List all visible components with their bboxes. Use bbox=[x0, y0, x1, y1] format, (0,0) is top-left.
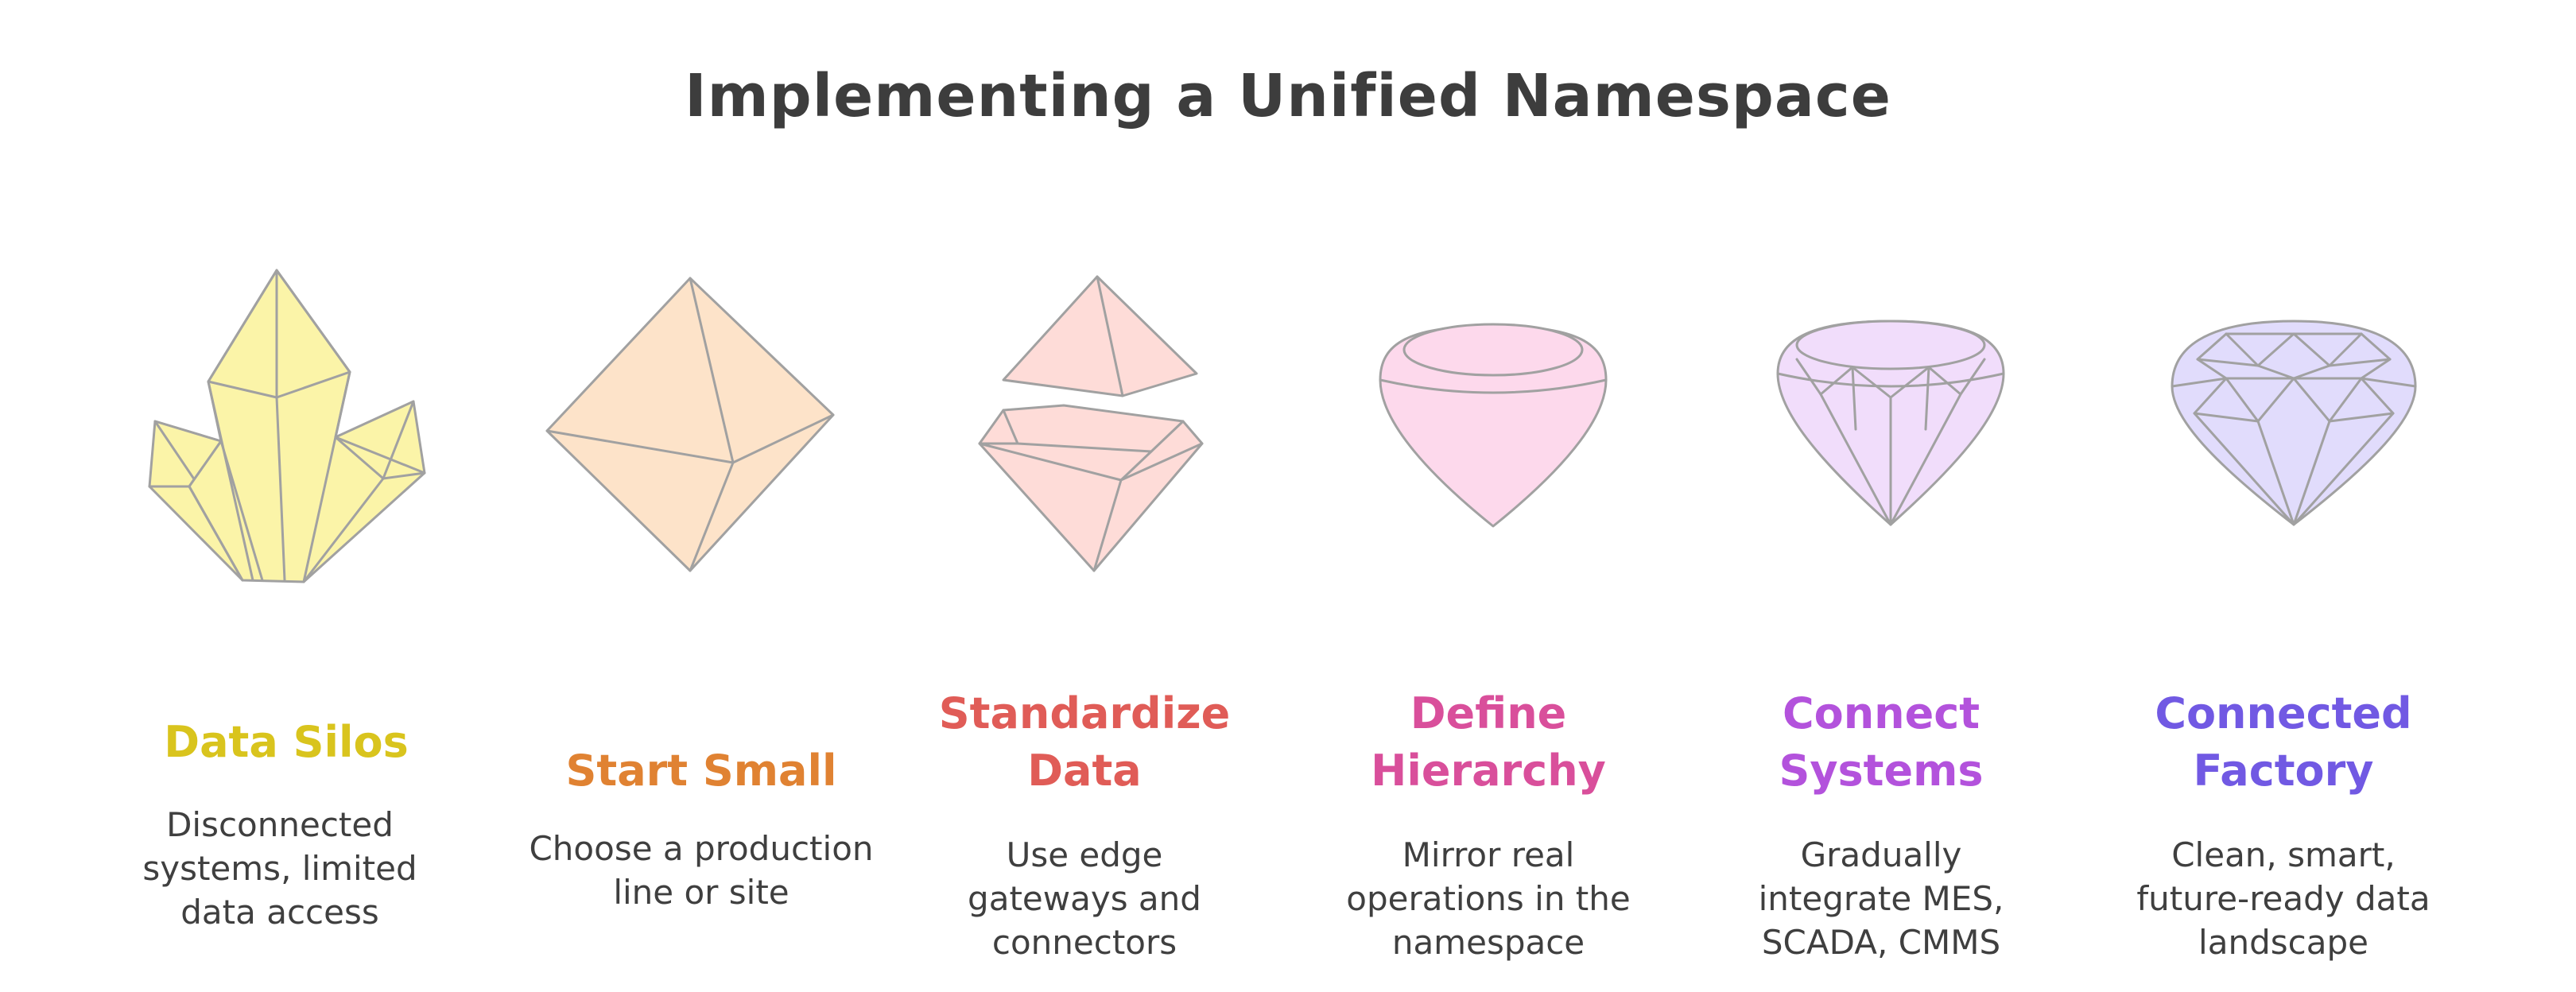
step-desc-line: connectors bbox=[991, 923, 1177, 962]
step-desc-standardize-data: Use edge gateways and connectors bbox=[886, 833, 1283, 964]
step-desc-connected-factory: Clean, smart, future-ready data landscap… bbox=[2085, 833, 2482, 964]
step-title-start-small: Start Small bbox=[518, 742, 884, 800]
step-title-line: Connect bbox=[1782, 688, 1980, 738]
step-title-data-silos: Data Silos bbox=[103, 714, 469, 771]
step-desc-line: landscape bbox=[2198, 923, 2368, 962]
step-title-line: Data Silos bbox=[164, 717, 409, 767]
step-title-line: Connected bbox=[2155, 688, 2412, 738]
step-title-line: Data bbox=[1027, 746, 1142, 796]
faceted-diamond-icon bbox=[1776, 320, 2005, 526]
step-desc-line: line or site bbox=[613, 873, 789, 912]
page-title: Implementing a Unified Namespace bbox=[685, 62, 1891, 130]
step-title-define-hierarchy: Define Hierarchy bbox=[1305, 685, 1671, 800]
step-title-line: Hierarchy bbox=[1371, 746, 1606, 796]
split-gem-icon bbox=[978, 275, 1204, 572]
step-desc-line: integrate MES, bbox=[1758, 879, 2004, 918]
crystal-cluster-icon bbox=[148, 269, 426, 583]
step-title-connected-factory: Connected Factory bbox=[2101, 685, 2466, 800]
step-title-line: Factory bbox=[2193, 746, 2374, 796]
step-desc-line: SCADA, CMMS bbox=[1761, 923, 2001, 962]
step-title-line: Systems bbox=[1779, 746, 1984, 796]
step-title-line: Start Small bbox=[565, 746, 837, 796]
step-desc-line: Mirror real bbox=[1402, 835, 1575, 874]
step-title-connect-systems: Connect Systems bbox=[1698, 685, 2064, 800]
step-desc-line: operations in the bbox=[1346, 879, 1631, 918]
step-desc-define-hierarchy: Mirror real operations in the namespace bbox=[1290, 833, 1687, 964]
step-desc-line: future-ready data bbox=[2136, 879, 2431, 918]
step-title-standardize-data: Standardize Data bbox=[902, 685, 1267, 800]
rough-gem-icon bbox=[545, 277, 835, 572]
step-title-line: Define bbox=[1410, 688, 1567, 738]
step-desc-line: gateways and bbox=[968, 879, 1201, 918]
simple-diamond-icon bbox=[1379, 323, 1608, 528]
step-title-line: Standardize bbox=[938, 688, 1231, 738]
step-desc-line: Gradually bbox=[1800, 835, 1962, 874]
step-desc-connect-systems: Gradually integrate MES, SCADA, CMMS bbox=[1682, 833, 2080, 964]
step-desc-line: systems, limited bbox=[142, 849, 417, 888]
step-desc-line: data access bbox=[180, 893, 379, 932]
step-desc-line: Use edge bbox=[1006, 835, 1163, 874]
step-desc-line: Choose a production bbox=[529, 829, 874, 868]
step-desc-start-small: Choose a production line or site bbox=[502, 827, 900, 914]
brilliant-diamond-icon bbox=[2171, 320, 2417, 526]
step-desc-data-silos: Disconnected systems, limited data acces… bbox=[81, 803, 479, 934]
step-desc-line: namespace bbox=[1391, 923, 1585, 962]
step-desc-line: Clean, smart, bbox=[2171, 835, 2396, 874]
step-desc-line: Disconnected bbox=[166, 805, 394, 844]
